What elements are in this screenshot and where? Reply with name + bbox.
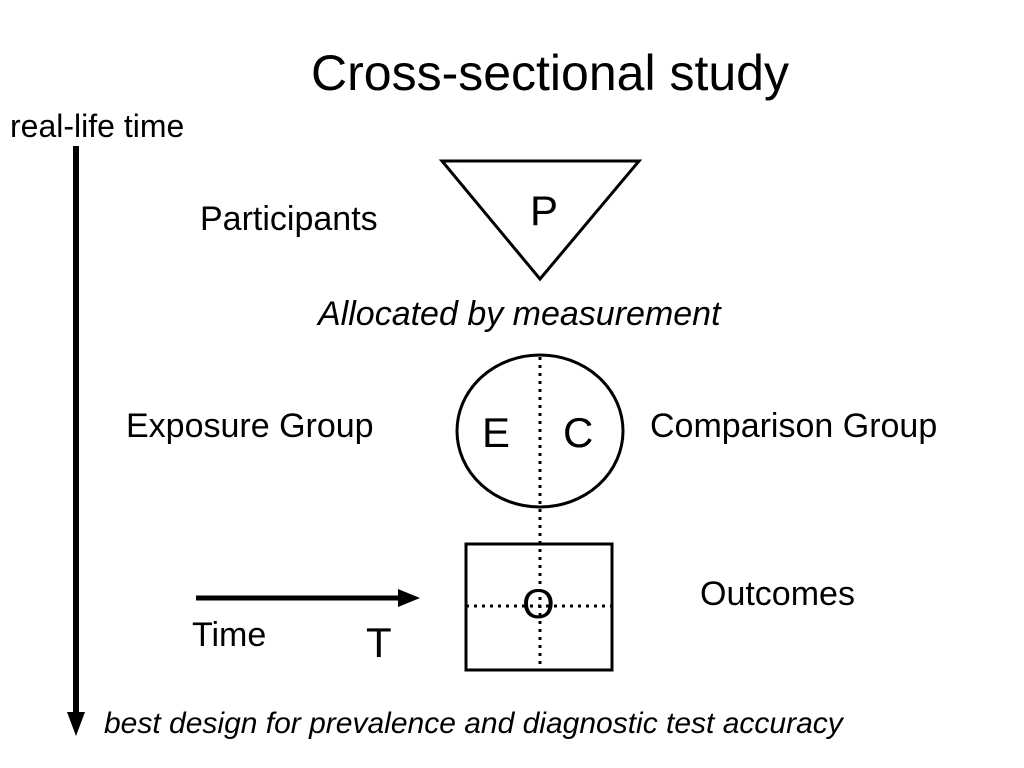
time-axis-arrowhead [67,712,85,736]
participants-triangle [438,159,643,282]
outcomes-symbol: O [522,580,555,627]
time-label: Time [192,616,267,654]
comparison-group-label: Comparison Group [650,407,938,445]
page-title: Cross-sectional study [311,45,789,101]
exposure-group-label: Exposure Group [126,407,374,445]
participants-label: Participants [200,200,378,238]
real-life-time-label: real-life time [10,108,185,144]
groups-circle [455,353,625,509]
outcomes-label: Outcomes [700,575,855,613]
participants-symbol: P [530,187,559,234]
comparison-symbol: C [563,409,594,456]
exposure-symbol: E [482,409,511,456]
footnote: best design for prevalence and diagnosti… [104,707,843,740]
time-arrow-head [398,589,420,607]
time-symbol: T [366,619,392,666]
allocation-label: Allocated by measurement [318,295,721,333]
